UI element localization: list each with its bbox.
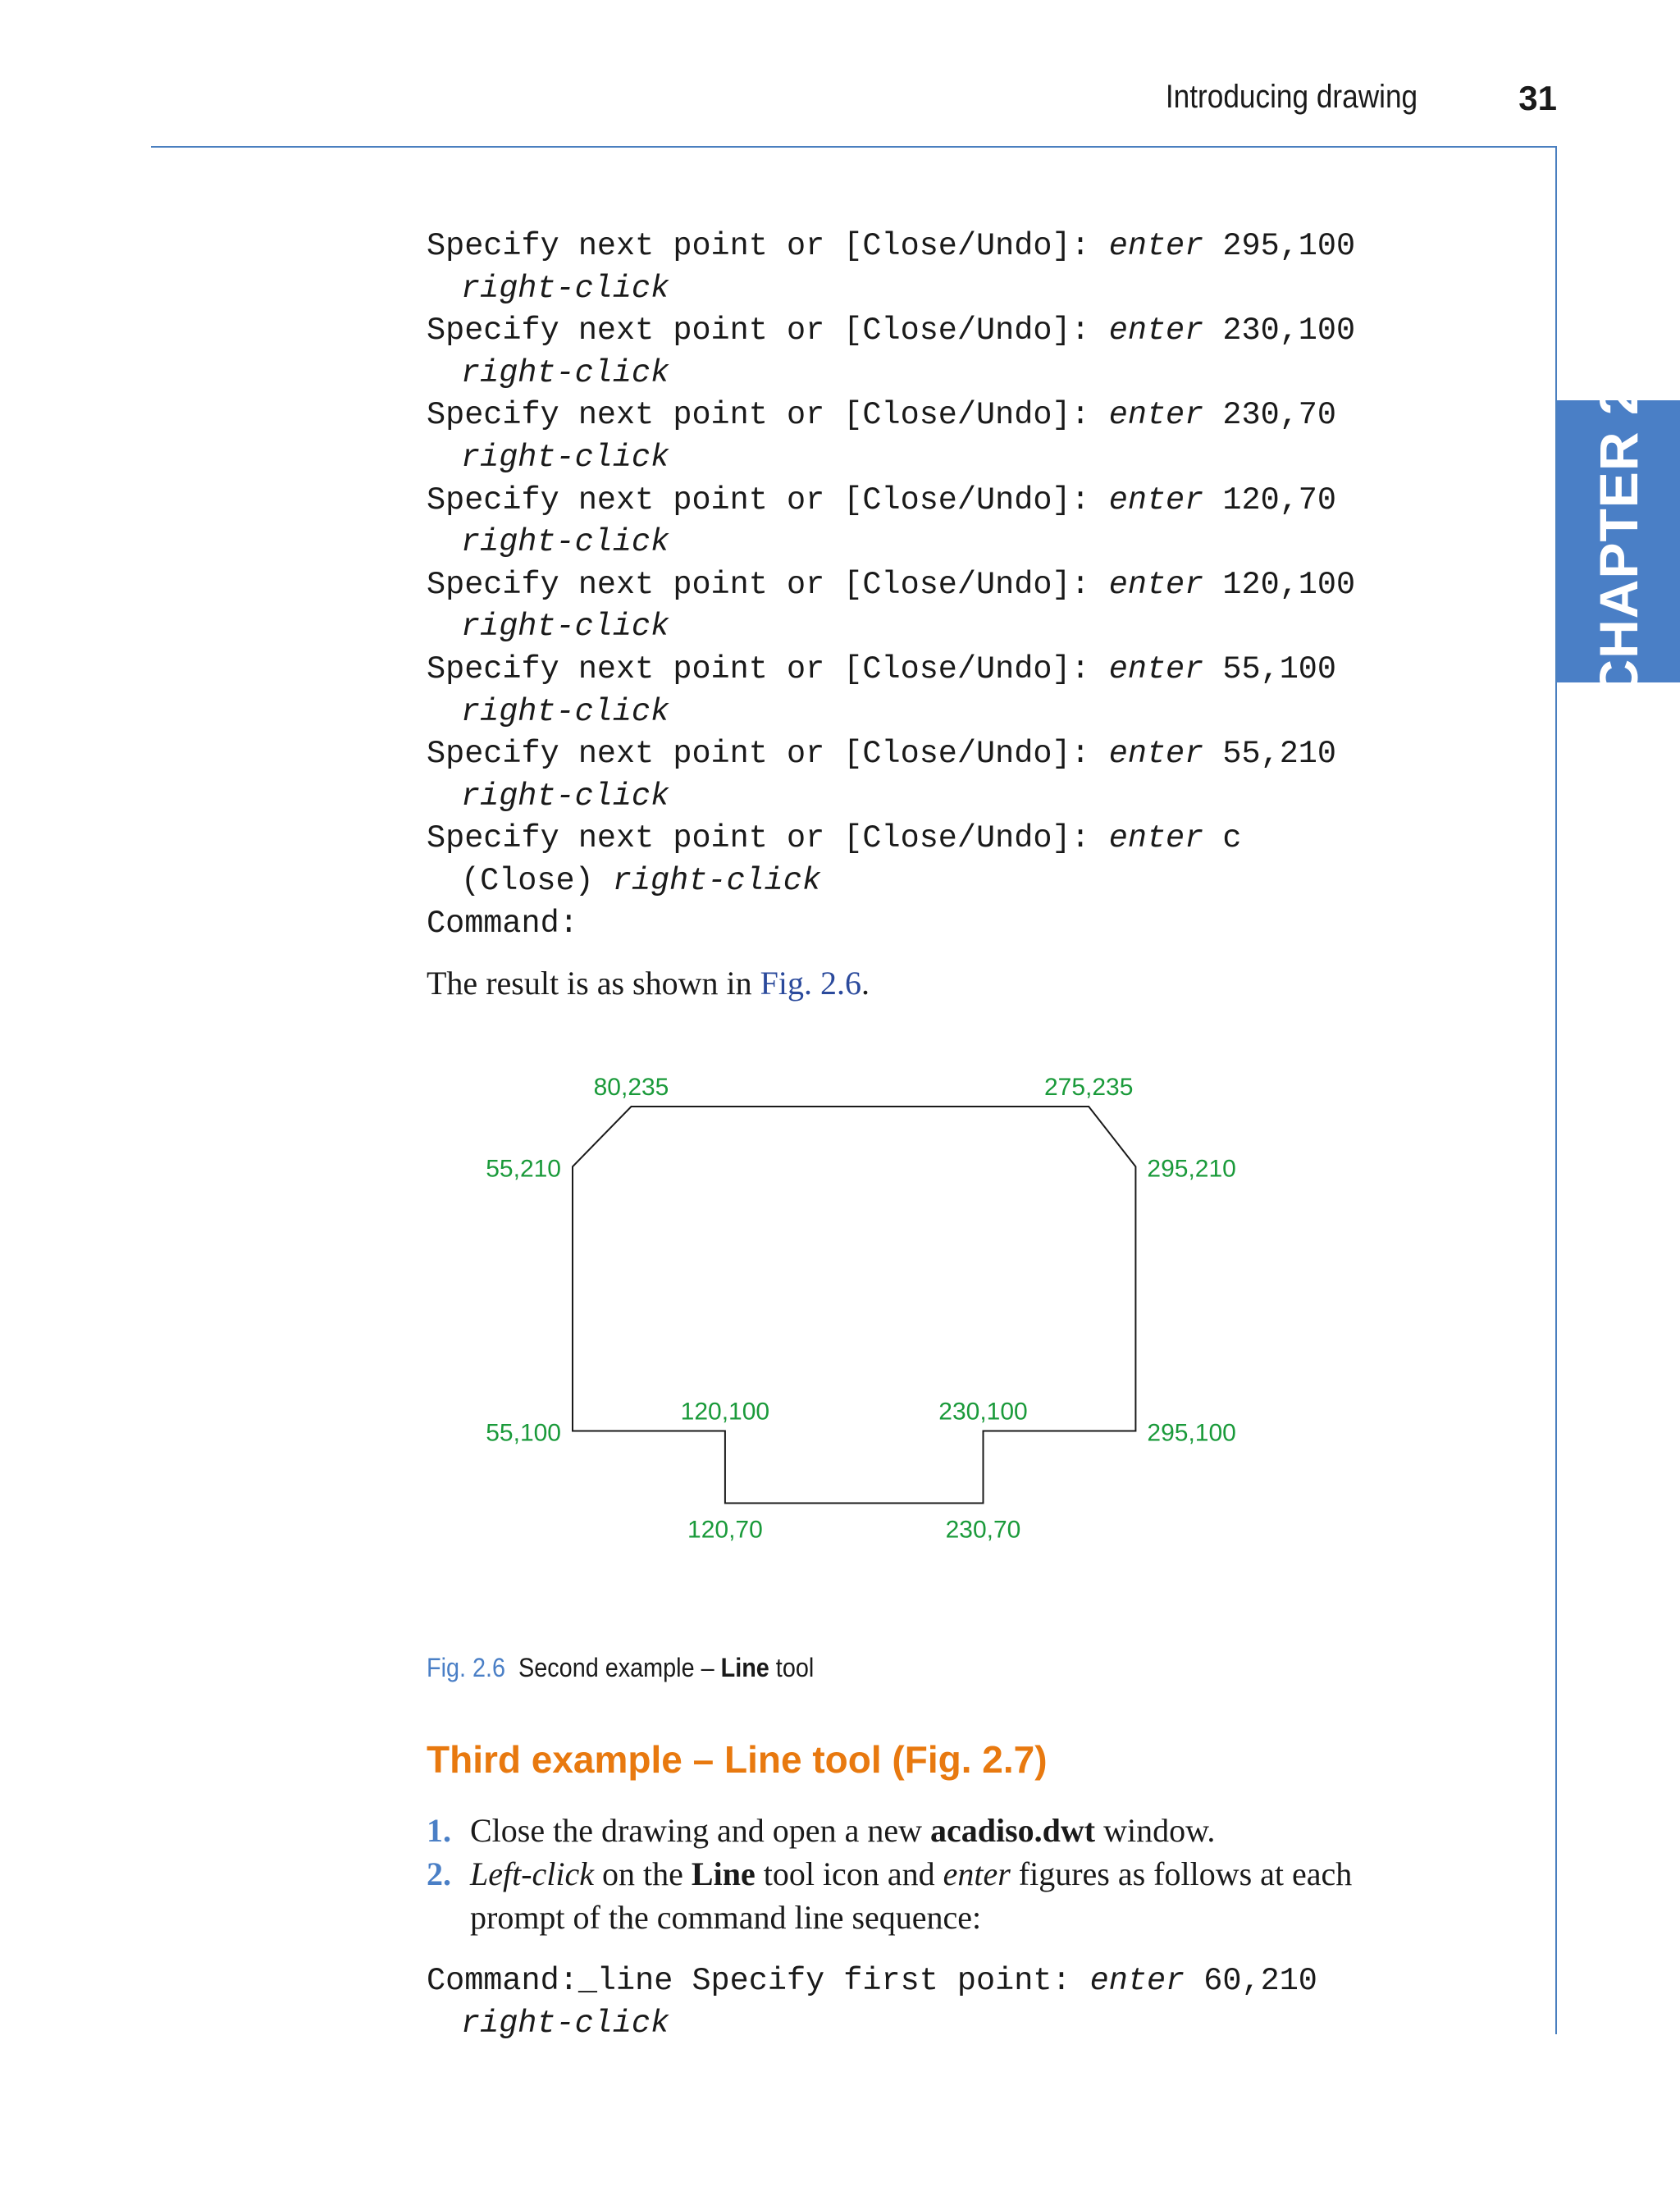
page-number: 31 xyxy=(1518,79,1557,117)
margin-rule xyxy=(1555,146,1557,2034)
list-item: 2. Left-click on the Line tool icon and … xyxy=(427,1855,1353,1936)
code-line: Specify next point or [Close/Undo]: ente… xyxy=(427,397,1337,434)
vertex-label: 230,100 xyxy=(938,1399,1027,1426)
command-sequence-2: Command:_line Specify first point: enter… xyxy=(427,1960,1317,2045)
vertex-label: 295,100 xyxy=(1147,1420,1235,1447)
figure-caption: Fig. 2.6 Second example – Line tool xyxy=(427,1653,815,1682)
code-line: Command:_line Specify first point: enter… xyxy=(427,1963,1317,1999)
header-rule xyxy=(151,146,1557,148)
code-line-command: Command: xyxy=(427,905,578,942)
chapter-tab: CHAPTER 2 xyxy=(1557,384,1680,699)
code-line-cont: right-click xyxy=(461,439,670,476)
code-line: Specify next point or [Close/Undo]: ente… xyxy=(427,650,1337,687)
code-line-cont: right-click xyxy=(461,2005,670,2042)
vertex-label: 80,235 xyxy=(594,1074,669,1101)
command-sequence-1: Specify next point or [Close/Undo]: ente… xyxy=(427,226,1355,945)
code-line: Specify next point or [Close/Undo]: ente… xyxy=(427,481,1337,518)
result-paragraph: The result is as shown in Fig. 2.6. xyxy=(427,965,870,1002)
page-header-title: Introducing drawing xyxy=(1165,79,1418,115)
outline-drawing: 80,235 275,235 295,210 295,100 230,100 230,70… xyxy=(486,1074,1236,1543)
vertex-label: 120,70 xyxy=(687,1516,763,1543)
section-heading: Third example – Line tool (Fig. 2.7) xyxy=(427,1738,1048,1781)
figure-reference-link[interactable]: Fig. 2.6 xyxy=(760,965,861,1002)
code-line: Specify next point or [Close/Undo]: ente… xyxy=(427,820,1242,857)
vertex-label: 55,210 xyxy=(486,1155,561,1182)
code-line-cont: (Close) right-click xyxy=(461,862,821,899)
chapter-tab-label: CHAPTER 2 xyxy=(1588,384,1649,699)
code-line-cont: right-click xyxy=(461,270,670,307)
steps-list: 1. Close the drawing and open a new acad… xyxy=(427,1809,1378,1939)
vertex-label: 295,210 xyxy=(1147,1155,1235,1182)
list-item: 1. Close the drawing and open a new acad… xyxy=(427,1812,1216,1849)
code-line-cont: right-click xyxy=(461,524,670,561)
vertex-label: 55,100 xyxy=(486,1420,561,1447)
vertex-label: 275,235 xyxy=(1044,1074,1133,1101)
outline-polygon xyxy=(572,1106,1137,1504)
code-line-cont: right-click xyxy=(461,778,670,815)
code-line: Specify next point or [Close/Undo]: ente… xyxy=(427,313,1356,349)
code-line-cont: right-click xyxy=(461,354,670,391)
vertex-label: 120,100 xyxy=(681,1399,769,1426)
vertex-label: 230,70 xyxy=(946,1516,1021,1543)
code-line: Specify next point or [Close/Undo]: ente… xyxy=(427,228,1356,264)
figure-2-6: 80,235 275,235 295,210 295,100 230,100 230,70… xyxy=(459,1054,1403,1645)
code-line-cont: right-click xyxy=(461,609,670,646)
code-line: Specify next point or [Close/Undo]: ente… xyxy=(427,566,1356,603)
code-line: Specify next point or [Close/Undo]: ente… xyxy=(427,736,1337,773)
code-line-cont: right-click xyxy=(461,693,670,730)
